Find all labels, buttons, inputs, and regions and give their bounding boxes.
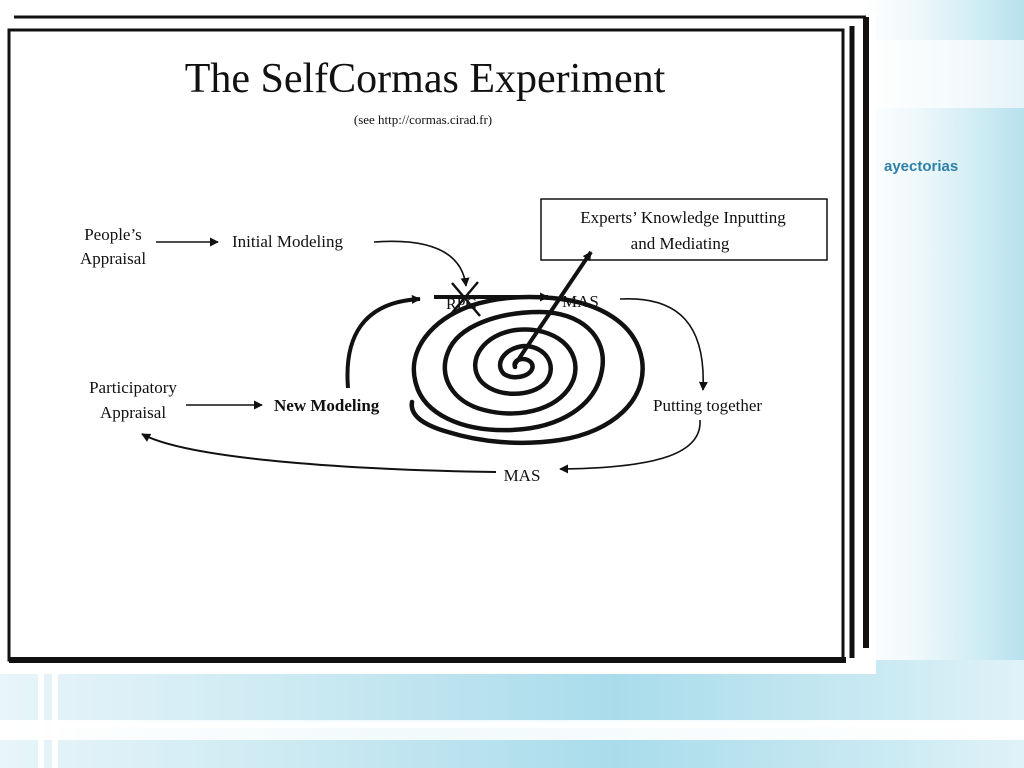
peoples-appraisal-line2: Appraisal [80,249,146,268]
slide-subtitle: (see http://cormas.cirad.fr) [354,112,492,127]
mas-bottom-label: MAS [504,466,541,485]
arrow-mas-to-participatory [141,433,497,473]
slide-title: The SelfCormas Experiment [185,56,666,102]
participatory-appraisal-line1: Participatory [89,378,177,397]
experts-label-line2: and Mediating [631,234,730,253]
arrow-initial-to-rpg [373,240,470,287]
arrow-newmodeling-to-rpg [345,294,421,389]
putting-together-label: Putting together [653,396,762,415]
bottom-white-stripe-1 [38,672,44,768]
partial-title-text: ayectorias [884,158,959,175]
slide-frame [0,14,876,674]
experts-box: Experts’ Knowledge Inputting and Mediati… [540,198,828,261]
bottom-white-stripe-2 [52,672,58,768]
right-gradient-band [862,0,1024,660]
right-light-strip [862,40,1024,108]
bottom-gradient-band [0,660,1024,768]
participatory-appraisal-line2: Appraisal [100,403,166,422]
arrow-putting-to-mas [559,419,701,474]
bottom-white-hstripe [52,722,1024,728]
arrow-mas-to-putting-together [619,298,708,391]
initial-modeling-label: Initial Modeling [232,232,343,251]
new-modeling-label: New Modeling [274,396,380,415]
mas-top-label: MAS [562,292,599,311]
spiral [409,294,645,446]
experts-label-line1: Experts’ Knowledge Inputting [580,208,786,227]
arrow-spiral-to-experts [512,250,593,368]
peoples-appraisal-line1: People’s [84,225,142,244]
